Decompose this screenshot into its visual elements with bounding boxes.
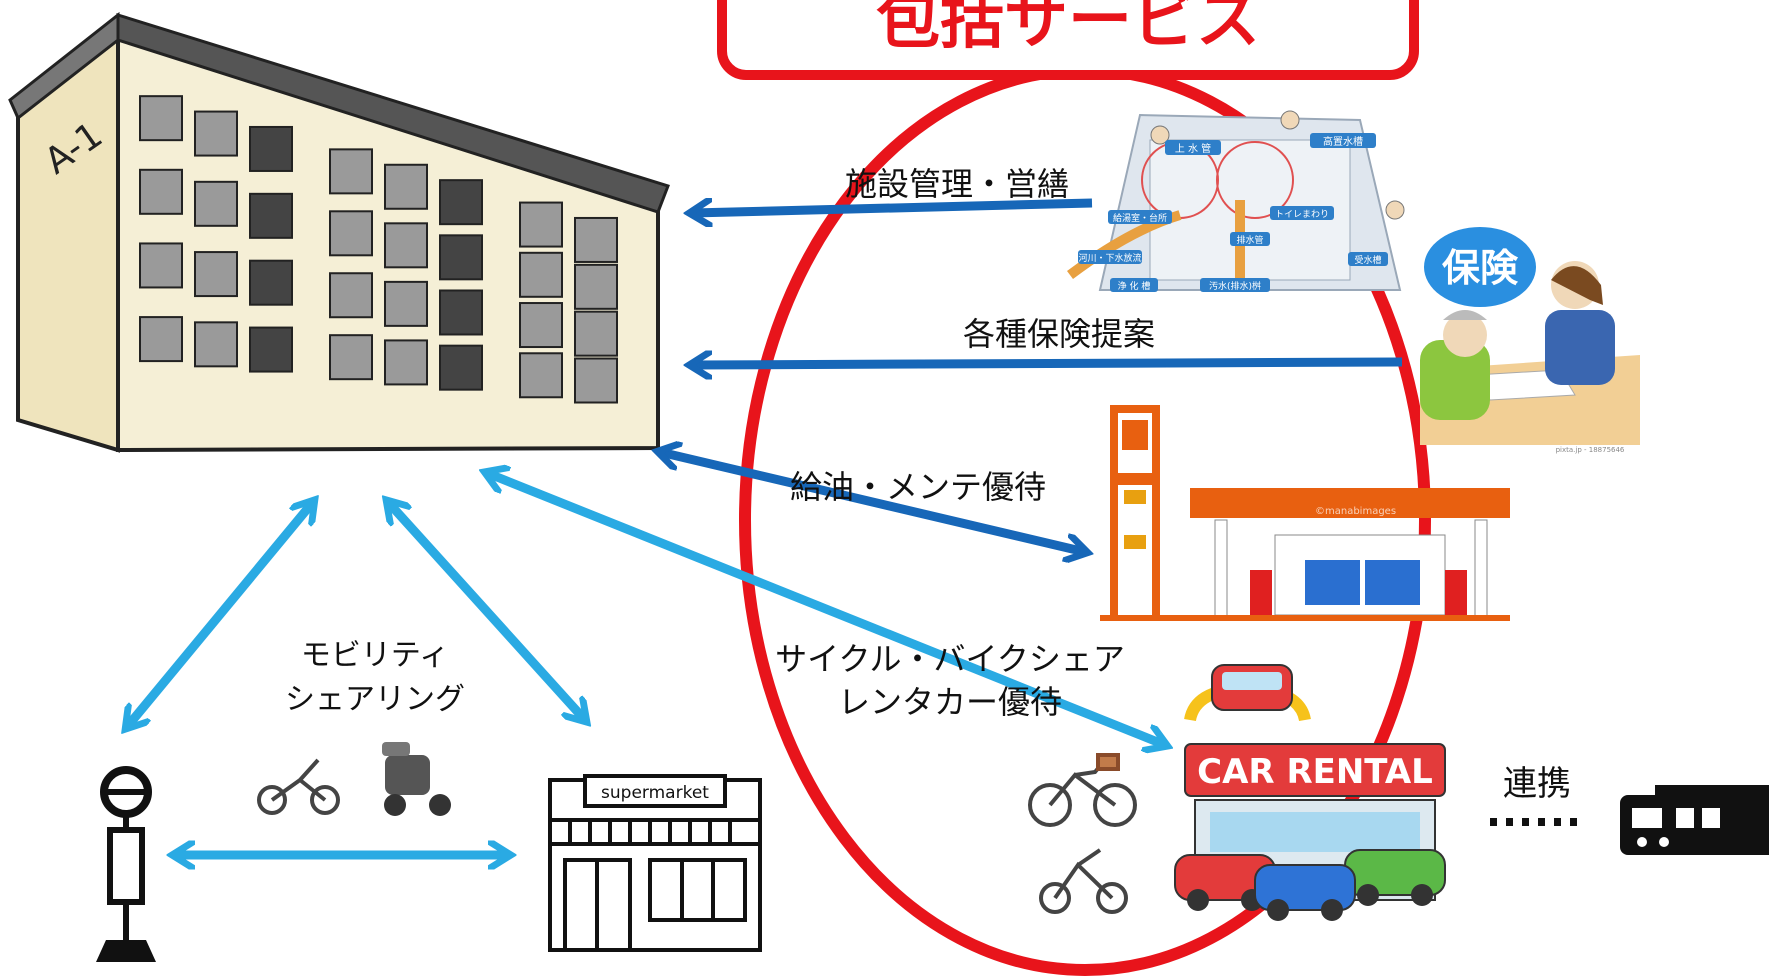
arrow-building-busstop — [127, 502, 313, 727]
building-window — [439, 234, 483, 281]
supermarket-icon — [548, 774, 762, 952]
insurance-badge — [1424, 227, 1536, 307]
facility-tag-9: 受水槽 — [1348, 252, 1388, 266]
svg-text:排水管: 排水管 — [1236, 234, 1263, 246]
bus-stop-icon — [96, 766, 156, 962]
label-insurance: 各種保険提案 — [963, 315, 1155, 353]
building-window — [249, 192, 293, 239]
building-window — [139, 316, 183, 363]
facility-tag-5: 排水管 — [1230, 232, 1270, 246]
building-window — [329, 148, 373, 195]
supermarket-label: supermarket — [601, 783, 709, 803]
wheelchair-icon — [382, 742, 451, 816]
building-window — [574, 357, 618, 404]
building-window — [329, 210, 373, 257]
facility-illustration: 上 水 管 高置水槽 給湯室・台所 トイレまわり 排水管 河川・下水放流 浄 化… — [1067, 110, 1405, 292]
building-window — [439, 179, 483, 226]
folding-bike-icon — [257, 758, 340, 815]
facility-tag-7: 浄 化 槽 — [1110, 278, 1158, 292]
building-window — [574, 216, 618, 263]
apartment-building: A-1 — [8, 11, 670, 453]
rental-sign — [1184, 743, 1446, 797]
rental-car-blue — [1254, 864, 1356, 921]
svg-text:汚水(排水)桝: 汚水(排水)桝 — [1209, 280, 1261, 292]
building-window — [574, 310, 618, 357]
facility-tag-6: 河川・下水放流 — [1078, 250, 1142, 264]
car-rental: CAR RENTAL — [1174, 664, 1446, 921]
label-fuel: 給油・メンテ優待 — [790, 468, 1046, 506]
svg-text:河川・下水放流: 河川・下水放流 — [1078, 252, 1141, 264]
title-box: 包括サービス — [717, 0, 1419, 80]
facility-tag-4: トイレまわり — [1270, 206, 1334, 220]
building-window — [519, 201, 563, 248]
building-window — [439, 289, 483, 336]
building-window — [519, 302, 563, 349]
building-window — [574, 263, 618, 310]
svg-text:トイレまわり: トイレまわり — [1275, 209, 1329, 220]
insurance-illustration: 保険 pixta.jp - 18875646 — [1420, 227, 1640, 454]
label-cycle-line1: サイクル・バイクシェア — [775, 640, 1125, 678]
label-mobility-line1: モビリティ — [301, 638, 449, 673]
building-window — [384, 163, 428, 210]
svg-text:保険: 保険 — [1442, 246, 1519, 290]
svg-text:上 水 管: 上 水 管 — [1175, 142, 1211, 155]
facility-tag-1: 上 水 管 — [1165, 140, 1221, 155]
facility-tag-2: 高置水槽 — [1310, 133, 1376, 148]
building-window — [519, 352, 563, 399]
partnership-label: 連携 — [1503, 764, 1571, 804]
building-window — [384, 339, 428, 386]
building-window — [384, 222, 428, 269]
building-window — [384, 280, 428, 327]
building-window — [439, 344, 483, 391]
train-icon — [1620, 785, 1769, 855]
building-window — [249, 125, 293, 172]
arrow-rental — [487, 473, 1165, 745]
title-text: 包括サービス — [876, 0, 1260, 58]
svg-text:高置水槽: 高置水槽 — [1323, 135, 1363, 148]
building-window — [139, 168, 183, 215]
arrow-building-supermarket — [388, 502, 585, 720]
bicycle-icon — [1028, 753, 1137, 827]
building-window — [139, 242, 183, 289]
rental-car-red — [1174, 854, 1276, 911]
svg-text:給湯室・台所: 給湯室・台所 — [1113, 212, 1167, 224]
building-window — [329, 334, 373, 381]
station-watermark: ©manabimages — [1315, 506, 1396, 517]
building-window — [519, 251, 563, 298]
label-facility: 施設管理・営繕 — [845, 165, 1069, 203]
svg-text:CAR RENTAL: CAR RENTAL — [1197, 752, 1433, 792]
building-window — [139, 95, 183, 142]
label-cycle-line2: レンタカー優待 — [838, 683, 1062, 721]
building-window — [194, 180, 238, 227]
facility-tag-3: 給湯室・台所 — [1108, 210, 1172, 224]
building-window — [194, 251, 238, 298]
building-window — [329, 272, 373, 319]
supermarket-sign — [583, 774, 727, 808]
building-window — [249, 326, 293, 373]
arrow-insurance — [692, 362, 1403, 365]
ebike-icon — [1039, 848, 1128, 914]
building-window — [194, 321, 238, 368]
building-window — [249, 259, 293, 306]
arrow-facility — [692, 203, 1093, 213]
svg-text:受水槽: 受水槽 — [1354, 254, 1381, 266]
building-window — [194, 110, 238, 157]
svg-text:浄 化 槽: 浄 化 槽 — [1118, 280, 1151, 292]
label-mobility-line2: シェアリング — [285, 682, 465, 717]
image-credit: pixta.jp - 18875646 — [1556, 446, 1625, 454]
facility-tag-8: 汚水(排水)桝 — [1200, 278, 1270, 292]
